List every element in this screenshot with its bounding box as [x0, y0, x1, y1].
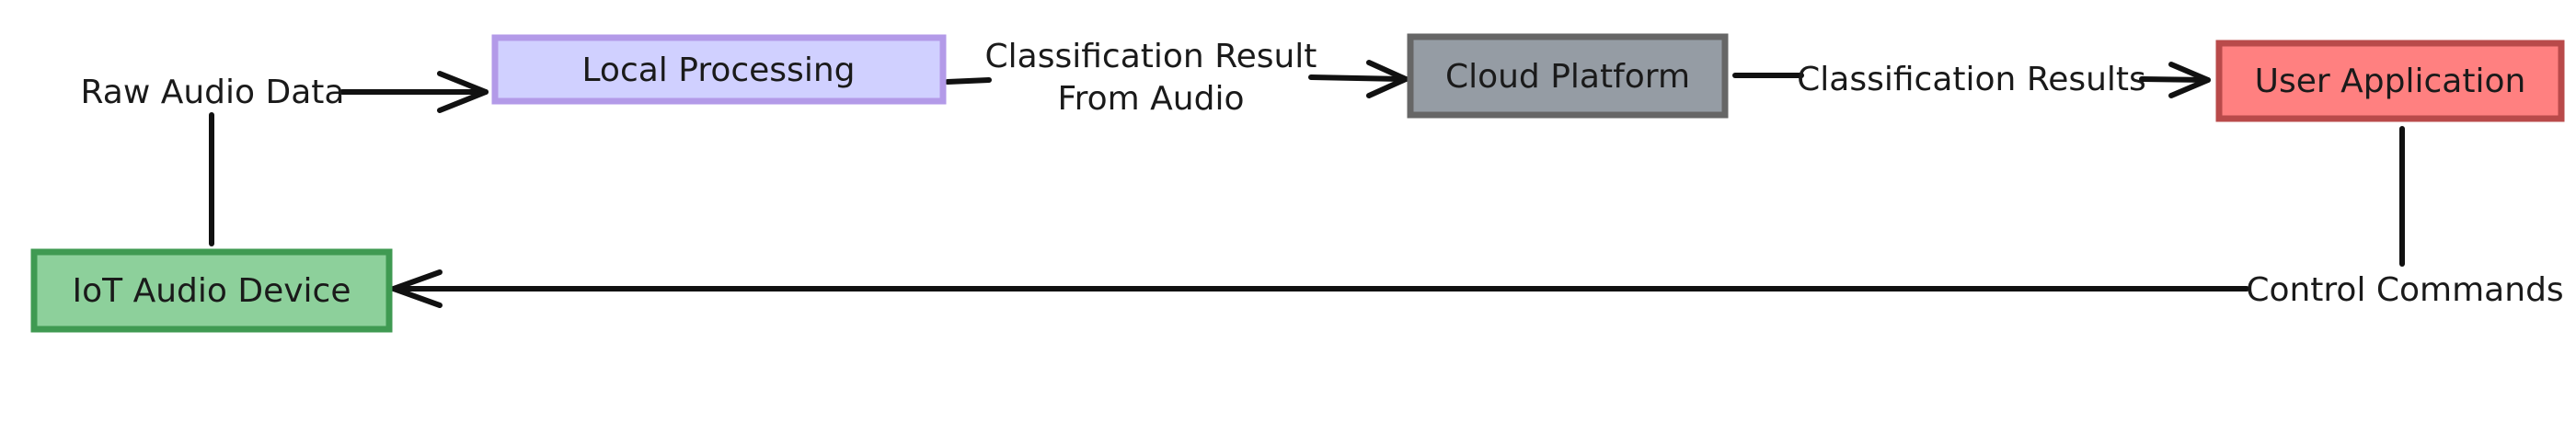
local-processing-node: Local Processing [491, 34, 947, 105]
local-to-classification-line [945, 77, 992, 85]
classification-results-label: Classification Results [1797, 61, 2146, 98]
device-arrowhead [391, 269, 443, 308]
cloud-platform-node: Cloud Platform [1407, 33, 1729, 119]
classification-result-label-line2: From Audio [1058, 80, 1245, 118]
control-commands-label: Control Commands [2246, 271, 2563, 309]
user-application-node: User Application [2215, 40, 2565, 122]
results-to-user-app-line [2139, 76, 2211, 83]
local-processing-border [491, 34, 947, 105]
user-application-box [2219, 43, 2561, 119]
user-application-label: User Application [2255, 63, 2526, 100]
cloud-arrowhead [1366, 60, 1409, 98]
user-app-arrowhead [2168, 62, 2211, 98]
iot-audio-device-border [30, 248, 393, 333]
local-processing-label: Local Processing [582, 51, 856, 89]
user-application-border [2215, 40, 2565, 122]
classification-result-label-line1: Classification Result [985, 38, 1317, 75]
raw-audio-arrowhead [437, 71, 489, 113]
local-processing-box [495, 38, 943, 101]
iot-audio-device-box [34, 252, 389, 329]
iot-audio-device-node: IoT Audio Device [30, 248, 393, 333]
cloud-platform-border [1407, 33, 1729, 119]
raw-audio-data-label: Raw Audio Data [81, 74, 345, 111]
classification-to-cloud-line [1308, 74, 1409, 82]
iot-audio-device-label: IoT Audio Device [73, 272, 351, 310]
cloud-platform-label: Cloud Platform [1445, 58, 1690, 96]
cloud-platform-box [1410, 37, 1725, 115]
connectors [209, 60, 2405, 308]
